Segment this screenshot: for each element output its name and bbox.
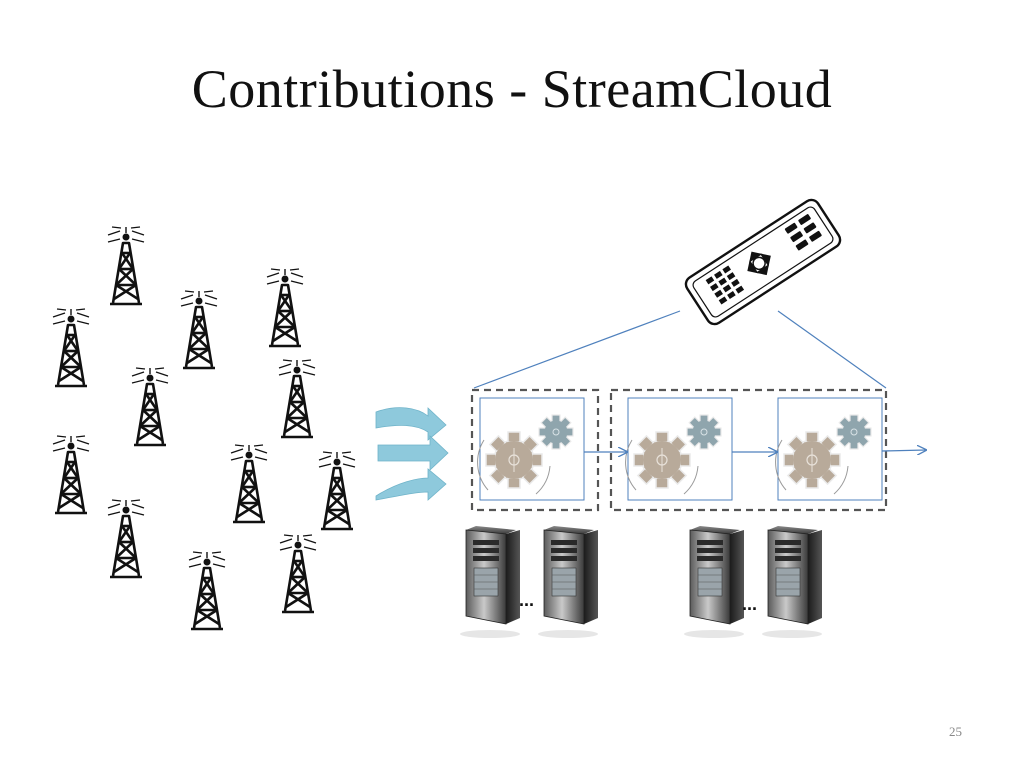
gears-icon (836, 414, 872, 450)
radio-tower-icon (130, 366, 170, 447)
server-tower-icon (459, 525, 521, 639)
radio-tower-icon (277, 358, 317, 439)
operator-node (624, 397, 733, 501)
partition-box (609, 388, 888, 512)
radio-tower-icon (278, 533, 318, 614)
curved-arrow-icon (375, 468, 447, 501)
slide-title: Contributions - StreamCloud (191, 59, 833, 119)
flow-arrow (881, 450, 926, 451)
gears-icon (686, 414, 722, 450)
server-ellipsis: ... (742, 594, 757, 614)
server-tower-icon (683, 525, 745, 639)
radio-tower-icon (51, 307, 91, 388)
radio-tower-icon (317, 450, 357, 531)
operator-node (774, 397, 883, 501)
partition-box (470, 388, 600, 512)
connector-line (777, 310, 887, 389)
radio-tower-icon (106, 498, 146, 579)
radio-tower-icon (229, 443, 269, 524)
radio-tower-icon (187, 550, 227, 631)
curved-arrow-icon (377, 435, 449, 471)
page-number: 25 (949, 724, 962, 739)
gears-icon (538, 414, 574, 450)
curved-arrow-icon (375, 407, 447, 441)
server-ellipsis: ... (519, 590, 534, 610)
connector-line (473, 310, 681, 389)
radio-tower-icon (179, 289, 219, 370)
radio-tower-icon (51, 434, 91, 515)
radio-tower-icon (106, 225, 146, 306)
server-tower-icon (761, 525, 823, 639)
server-tower-icon (537, 525, 599, 639)
radio-tower-icon (265, 267, 305, 348)
remote-control-icon (684, 198, 842, 326)
operator-node (476, 397, 585, 501)
